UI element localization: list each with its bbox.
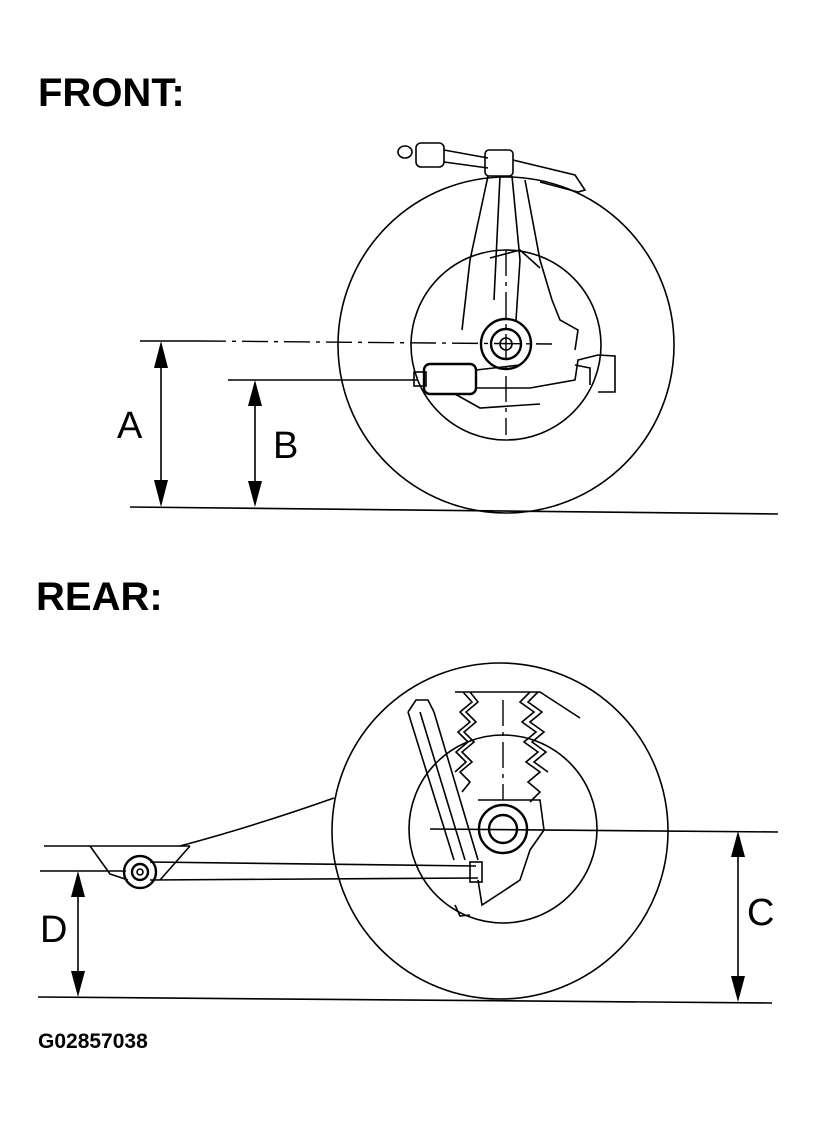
dimension-a [140, 340, 553, 507]
rear-coil-spring [454, 691, 581, 803]
dimension-c [429, 828, 779, 1002]
rear-shock-absorber [407, 699, 479, 861]
front-strut [397, 142, 587, 351]
dimension-b-label: B [273, 425, 298, 467]
dimension-d [40, 870, 126, 997]
rear-axle-hub [454, 799, 545, 917]
dimension-b [228, 379, 418, 507]
front-lower-arm [413, 354, 616, 409]
front-heading: FRONT: [38, 71, 185, 115]
figure-id: G02857038 [38, 1030, 148, 1053]
rear-view: D C [37, 662, 779, 1004]
dimension-c-label: C [747, 892, 774, 934]
front-view: A B [117, 142, 779, 515]
rear-trailing-link [44, 797, 483, 890]
front-ground-line [129, 506, 779, 515]
rear-ground-line [37, 996, 773, 1004]
dimension-d-label: D [40, 909, 67, 951]
rear-heading: REAR: [36, 575, 163, 619]
dimension-a-label: A [117, 405, 143, 447]
front-tire [337, 176, 675, 514]
